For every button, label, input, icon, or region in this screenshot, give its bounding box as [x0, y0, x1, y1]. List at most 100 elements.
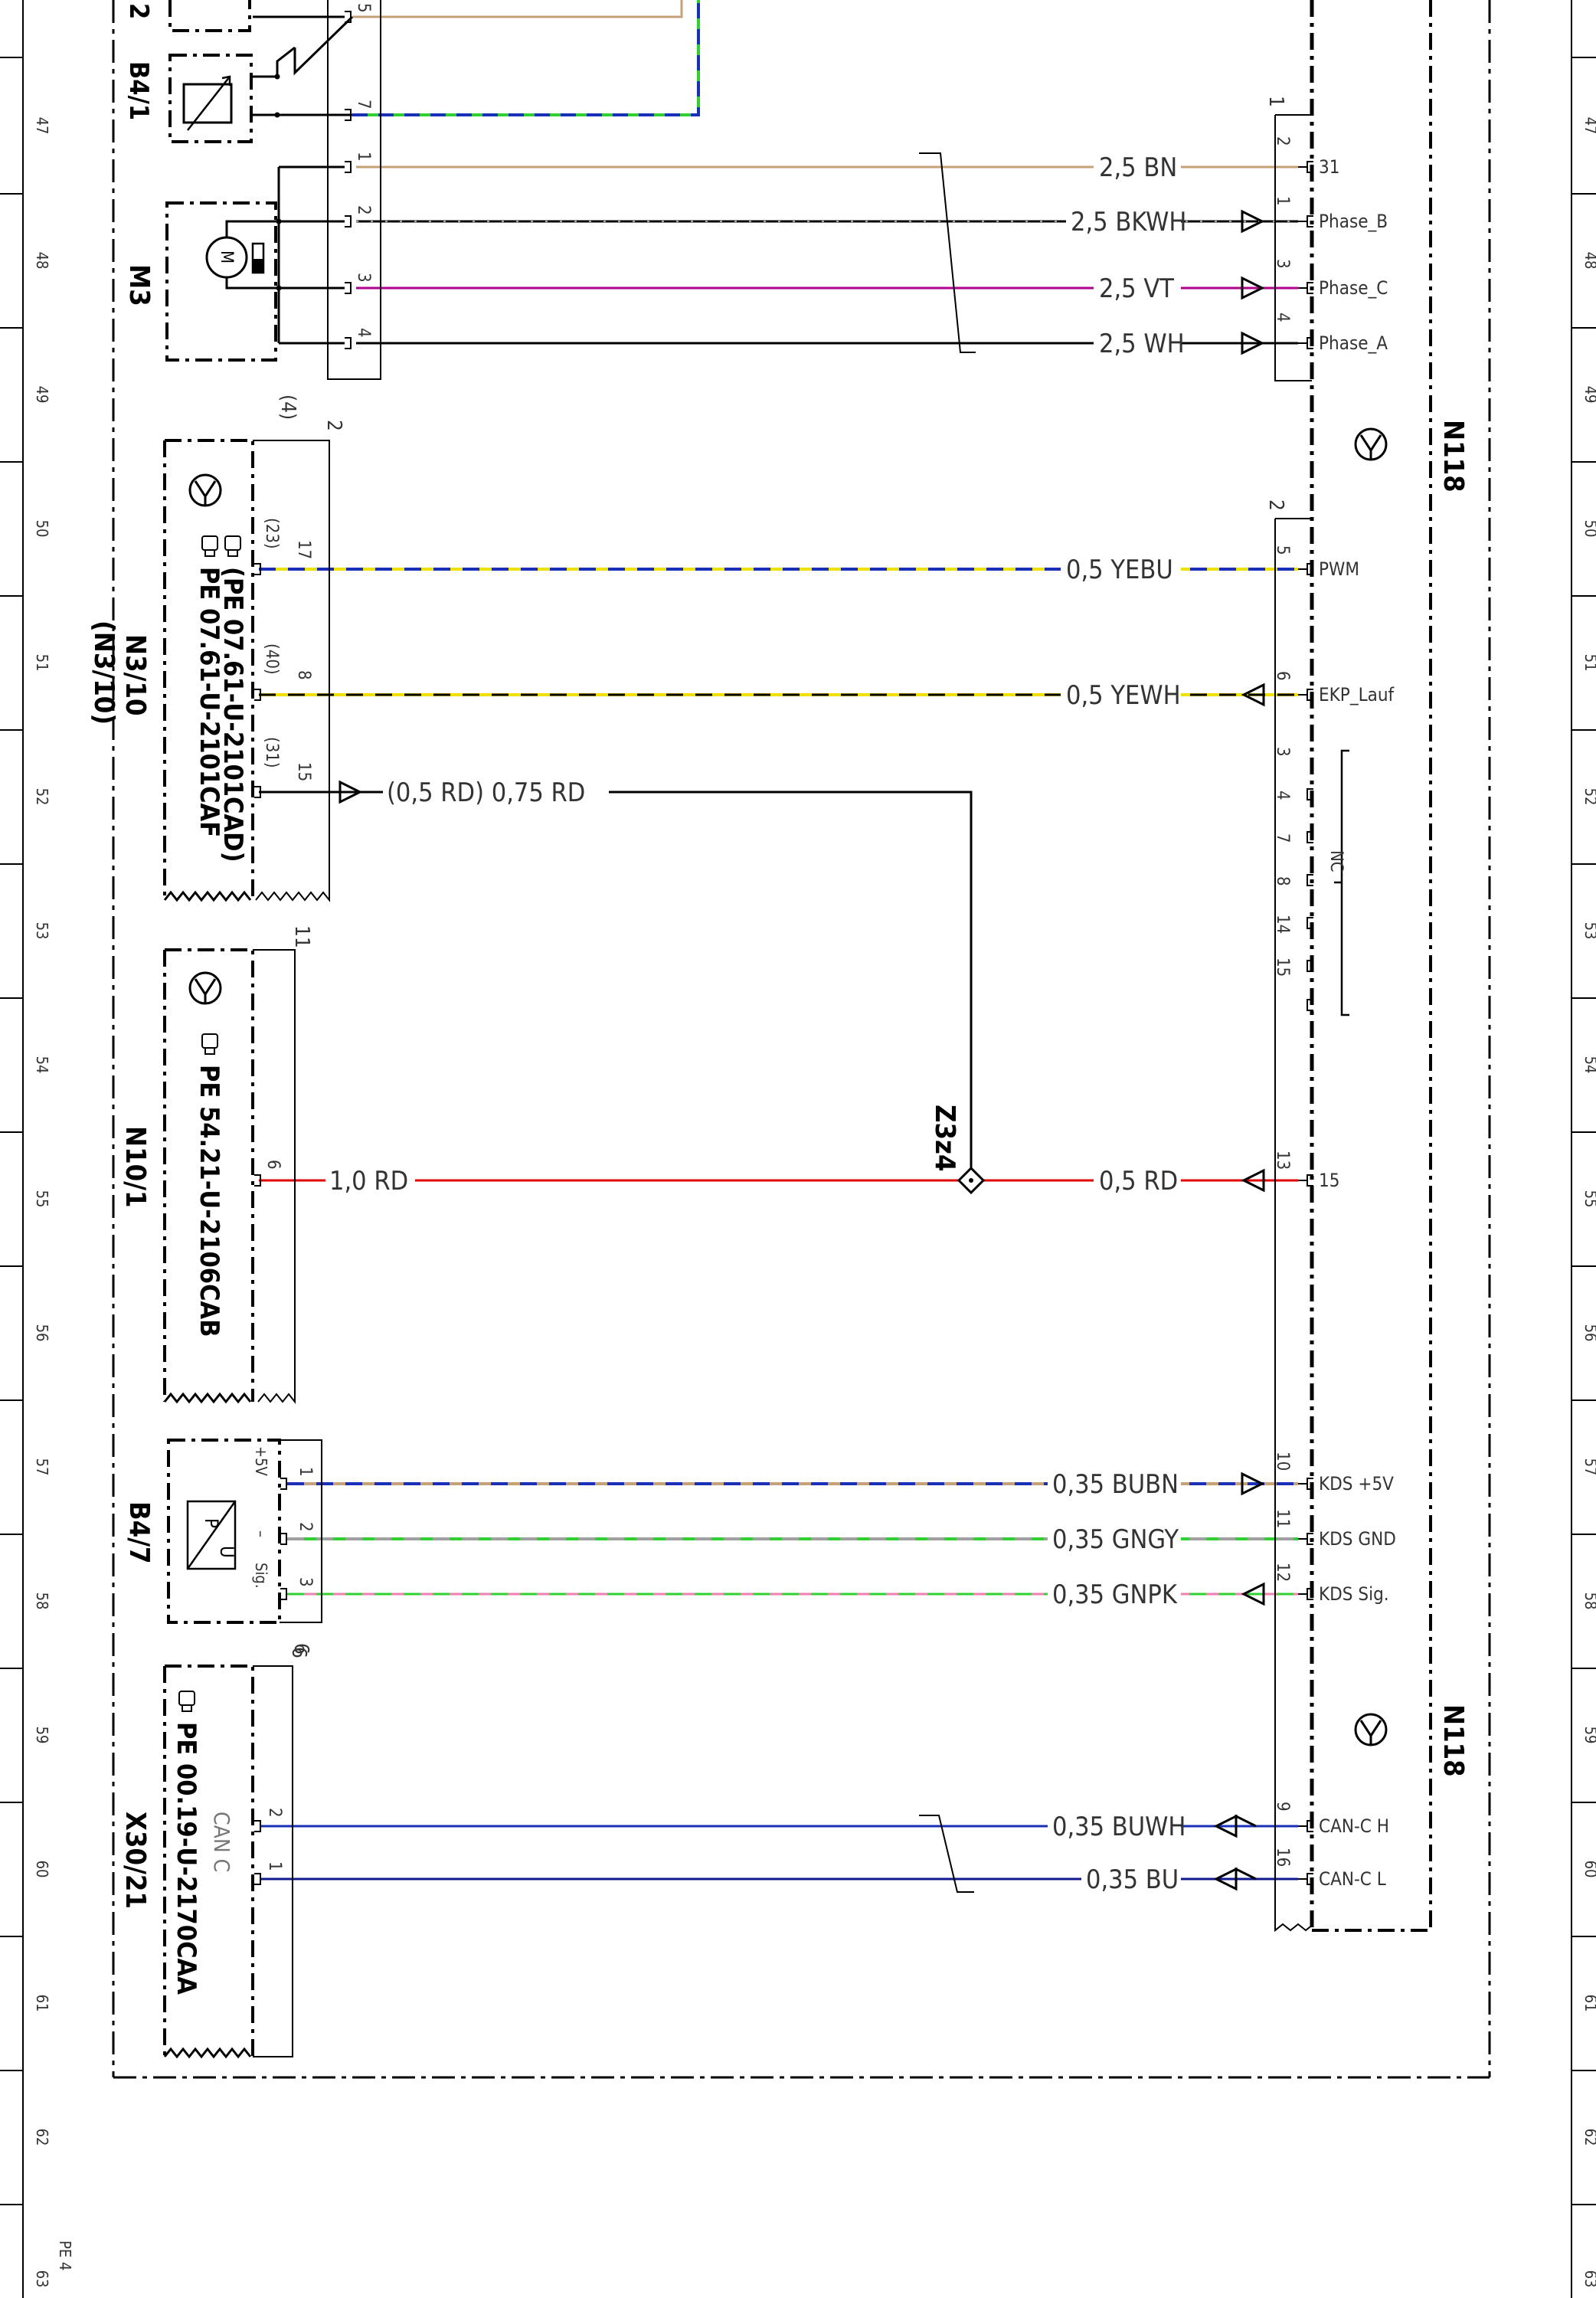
row-number: 52 — [33, 788, 51, 806]
component-n118: 1 2 N118 N118 NC — [1264, 0, 1469, 1933]
pin-number: 17 — [294, 540, 313, 559]
pin-number: 15 — [1273, 958, 1292, 977]
component-label: X30/21 — [119, 1812, 151, 1909]
svg-text:(PE 07.61-U-2101CAD): (PE 07.61-U-2101CAD) — [217, 567, 248, 863]
row-number: 60 — [1581, 1861, 1596, 1878]
pin-name: Phase_B — [1319, 211, 1388, 232]
component-top-fragment: 2 — [123, 0, 354, 76]
pin-number: 1 — [354, 152, 373, 162]
row-number: 57 — [33, 1458, 51, 1476]
pressure-sensor-icon — [186, 1500, 237, 1570]
row-number: 52 — [1581, 788, 1596, 806]
row-number: 49 — [33, 386, 51, 404]
arrow-right-icon — [1241, 683, 1265, 707]
reference-hand-icon — [201, 535, 241, 557]
svg-text:6: 6 — [287, 1647, 310, 1658]
wire-label: 0,35 GNGY — [1048, 1524, 1181, 1555]
row-numbers-right: 47 48 49 50 51 52 53 54 55 56 57 58 59 6… — [1581, 117, 1596, 2288]
row-number: 50 — [33, 520, 51, 538]
pin-number: 2 — [1273, 136, 1292, 146]
ground-symbol-icon — [188, 971, 222, 1005]
arrow-left-icon — [1241, 1471, 1265, 1496]
pin-number: 7 — [354, 100, 373, 110]
wire-label: 0,5 YEBU — [1061, 554, 1181, 585]
wire-label: 0,5 RD — [1094, 1165, 1181, 1196]
arrow-left-icon — [1241, 209, 1265, 234]
svg-text:0,5 YEBU: 0,5 YEBU — [1066, 555, 1173, 585]
pin-number: 12 — [1273, 1563, 1292, 1582]
pin-name: CAN-C L — [1319, 1868, 1386, 1890]
pin-name: CAN-C H — [1319, 1815, 1389, 1837]
row-number: 61 — [33, 1995, 51, 2012]
pin-number: 3 — [354, 273, 373, 283]
svg-text:2: 2 — [123, 3, 154, 19]
row-number: 56 — [1581, 1324, 1596, 1342]
pin-name: 31 — [1319, 156, 1339, 178]
wire-label: 0,35 BUBN — [1048, 1468, 1181, 1500]
row-number: 51 — [33, 654, 51, 672]
pin-number: 11 — [1273, 1509, 1292, 1528]
bus-label: CAN C — [209, 1812, 234, 1872]
component-label: N118 — [1437, 420, 1469, 493]
svg-text:0,35 BUBN: 0,35 BUBN — [1052, 1469, 1179, 1500]
pin-number: 7 — [1273, 833, 1292, 843]
pin-name: Phase_A — [1319, 332, 1388, 354]
row-number: 53 — [1581, 922, 1596, 940]
row-number: 54 — [1581, 1056, 1596, 1074]
component-n3-10: PE 07.61-U-2101CAF (PE 07.61-U-2101CAD) … — [88, 394, 345, 902]
svg-text:11: 11 — [290, 925, 313, 948]
row-number: 47 — [33, 117, 51, 135]
row-number: 48 — [33, 252, 51, 270]
twist-marker-can — [919, 1815, 974, 1893]
splice-z3z4: Z3z4 — [929, 1105, 986, 1195]
row-number: 50 — [1581, 520, 1596, 538]
row-number: 60 — [33, 1861, 51, 1878]
svg-text:0,5 YEWH: 0,5 YEWH — [1066, 680, 1181, 711]
row-number: 55 — [1581, 1190, 1596, 1208]
component-m3: M M3 — [123, 165, 345, 362]
component-n10-1: PE 54.21-U-2106CAB N10/1 11 6 — [119, 925, 313, 1404]
svg-text:P: P — [201, 1518, 222, 1528]
row-number: 56 — [33, 1324, 51, 1342]
connector-number: 2 — [1264, 499, 1287, 511]
wire-label: 2,5 WH — [1094, 328, 1185, 359]
wire-label: 0,35 GNPK — [1048, 1579, 1181, 1610]
wire-top-brown — [352, 0, 683, 18]
wire-label: 2,5 BN — [1094, 152, 1181, 183]
pin-number: (31) — [262, 737, 281, 768]
pin-name: 15 — [1319, 1170, 1339, 1191]
row-number: 47 — [1581, 117, 1596, 135]
resistor-icon — [182, 83, 233, 124]
row-number: 55 — [33, 1190, 51, 1208]
wire-label: (0,5 RD) 0,75 RD — [383, 777, 609, 808]
twist-marker-phase — [919, 152, 976, 353]
pin-signal: +5V — [252, 1446, 270, 1477]
wire-label: 0,35 BUWH — [1048, 1811, 1186, 1842]
arrow-right-icon — [1241, 1582, 1265, 1606]
row-number: 63 — [1581, 2270, 1596, 2288]
pin-name: Phase_C — [1319, 277, 1388, 299]
arrow-left-icon — [1241, 276, 1265, 300]
arrow-left-icon — [338, 780, 363, 804]
row-number: 48 — [1581, 252, 1596, 270]
wire-label: 2,5 VT — [1094, 273, 1181, 304]
svg-text:2,5 VT: 2,5 VT — [1099, 273, 1174, 304]
nc-label: NC — [1326, 850, 1346, 872]
pin-number: 10 — [1273, 1452, 1292, 1471]
row-number: 61 — [1581, 1995, 1596, 2012]
pin-number: 4 — [1273, 791, 1292, 800]
pin-number: 1 — [296, 1467, 315, 1477]
outer-boundary — [112, 0, 1491, 2079]
svg-text:0,35 GNPK: 0,35 GNPK — [1052, 1579, 1178, 1610]
svg-text:1,0 RD: 1,0 RD — [329, 1166, 408, 1196]
component-x30-21: PE 00.19-U-2170CAA X30/21 CAN C 6 2 1 — [119, 1647, 310, 2059]
row-number: 62 — [33, 2129, 51, 2146]
svg-text:6: 6 — [289, 1643, 312, 1655]
pin-number: 3 — [1273, 259, 1292, 269]
row-number: 58 — [33, 1593, 51, 1610]
row-number: 53 — [33, 922, 51, 940]
pin-number: 13 — [1273, 1151, 1292, 1170]
pin-number: (23) — [262, 518, 281, 549]
direction-arrows — [338, 209, 1265, 1891]
